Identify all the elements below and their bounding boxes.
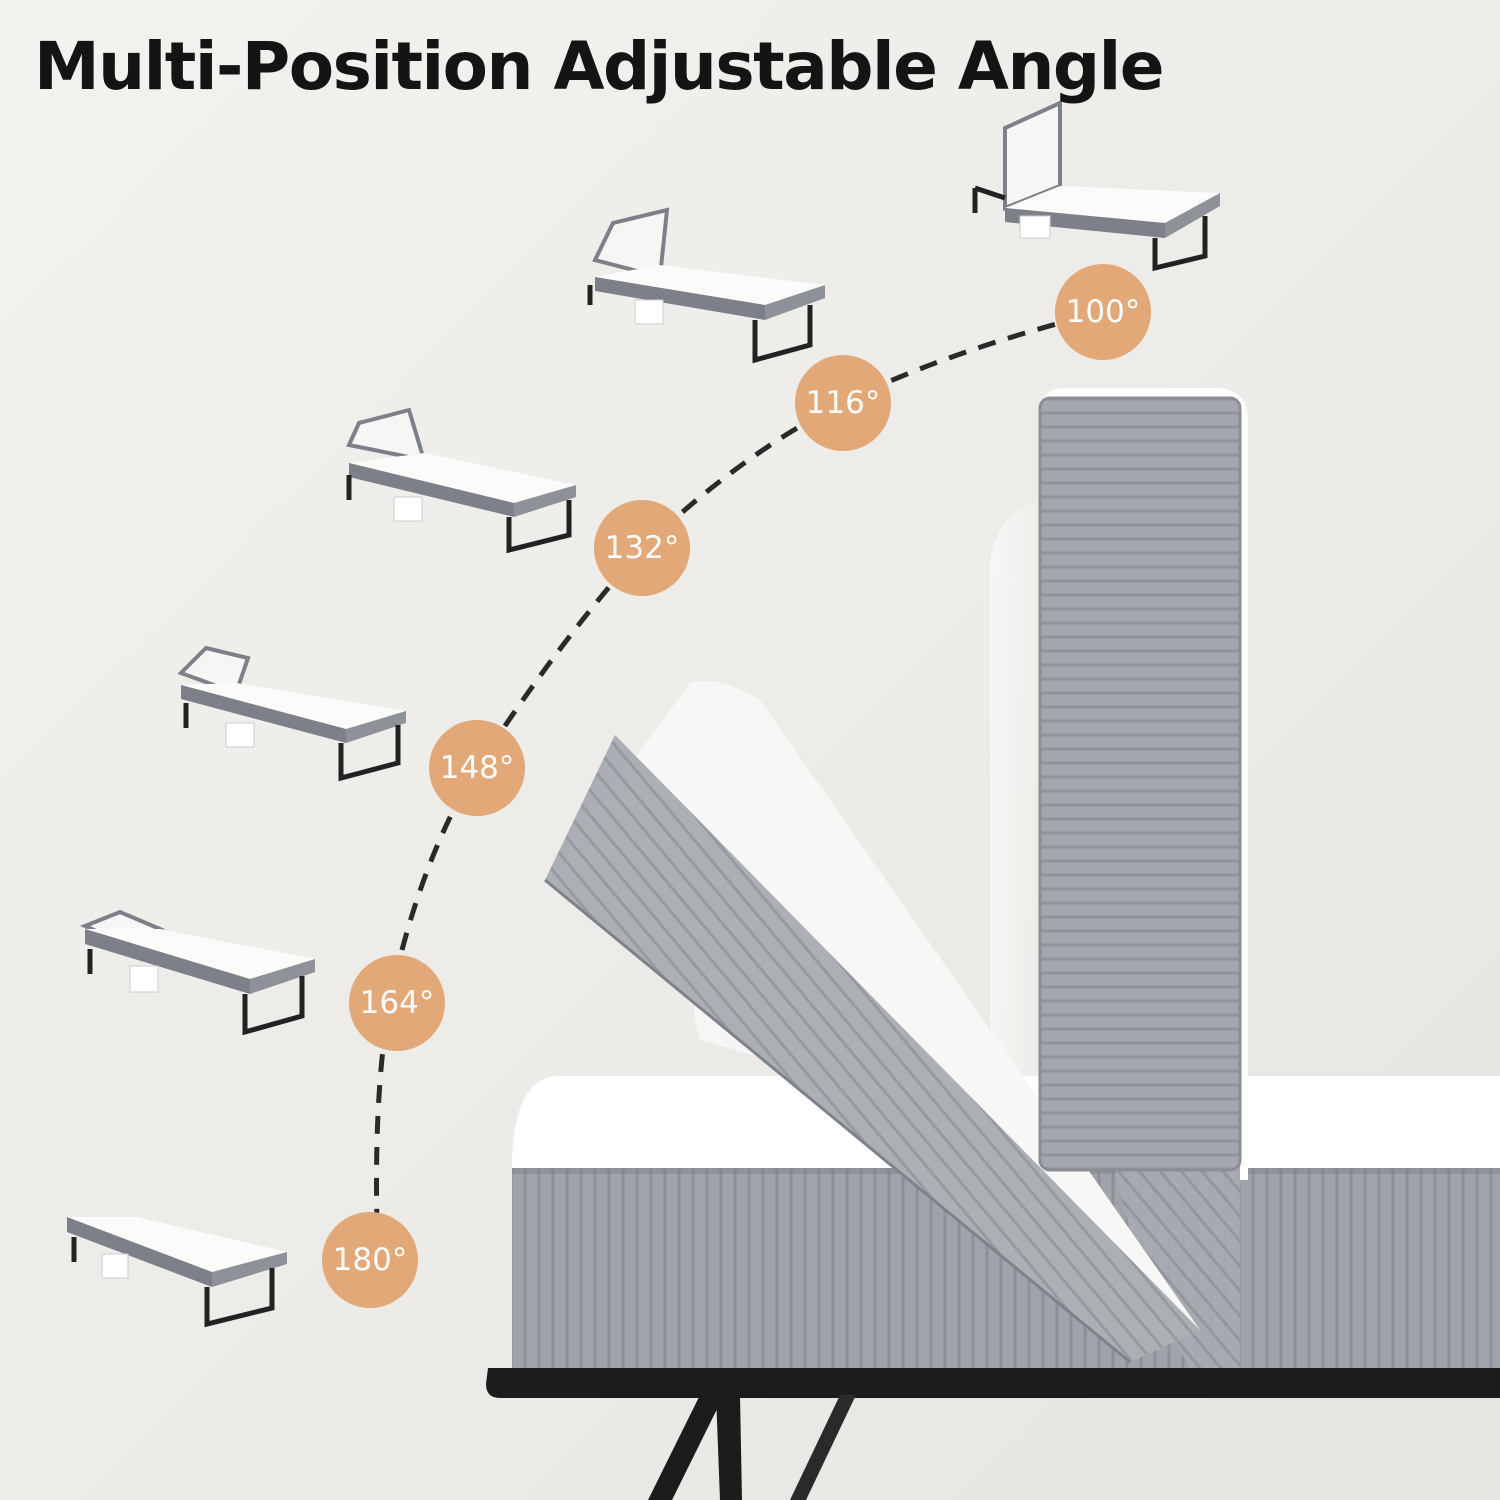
bed-frame [486, 1368, 1500, 1500]
bed-148-icon [177, 645, 406, 782]
angle-badge-148: 148° [429, 720, 525, 816]
bed-164-icon [80, 909, 315, 1036]
angle-label: 116° [805, 385, 881, 421]
bed-180-icon [67, 1217, 287, 1328]
angle-badge-116: 116° [795, 355, 891, 451]
angle-badge-180: 180° [322, 1212, 418, 1308]
angle-badge-132: 132° [594, 500, 690, 596]
page-title: Multi-Position Adjustable Angle [34, 28, 1165, 105]
angle-label: 148° [439, 750, 515, 786]
bed-100-icon [972, 99, 1220, 272]
angle-label: 180° [332, 1242, 408, 1278]
angle-badge-100: 100° [1055, 264, 1151, 360]
angle-label: 132° [604, 530, 680, 566]
angle-badge-164: 164° [349, 955, 445, 1051]
bed-132-icon [346, 407, 576, 554]
tilted-mattress [544, 681, 1200, 1364]
angle-label: 164° [359, 985, 435, 1021]
upright-mattress [1038, 388, 1248, 1180]
angle-label: 100° [1065, 294, 1141, 330]
bed-116-icon [587, 207, 825, 364]
